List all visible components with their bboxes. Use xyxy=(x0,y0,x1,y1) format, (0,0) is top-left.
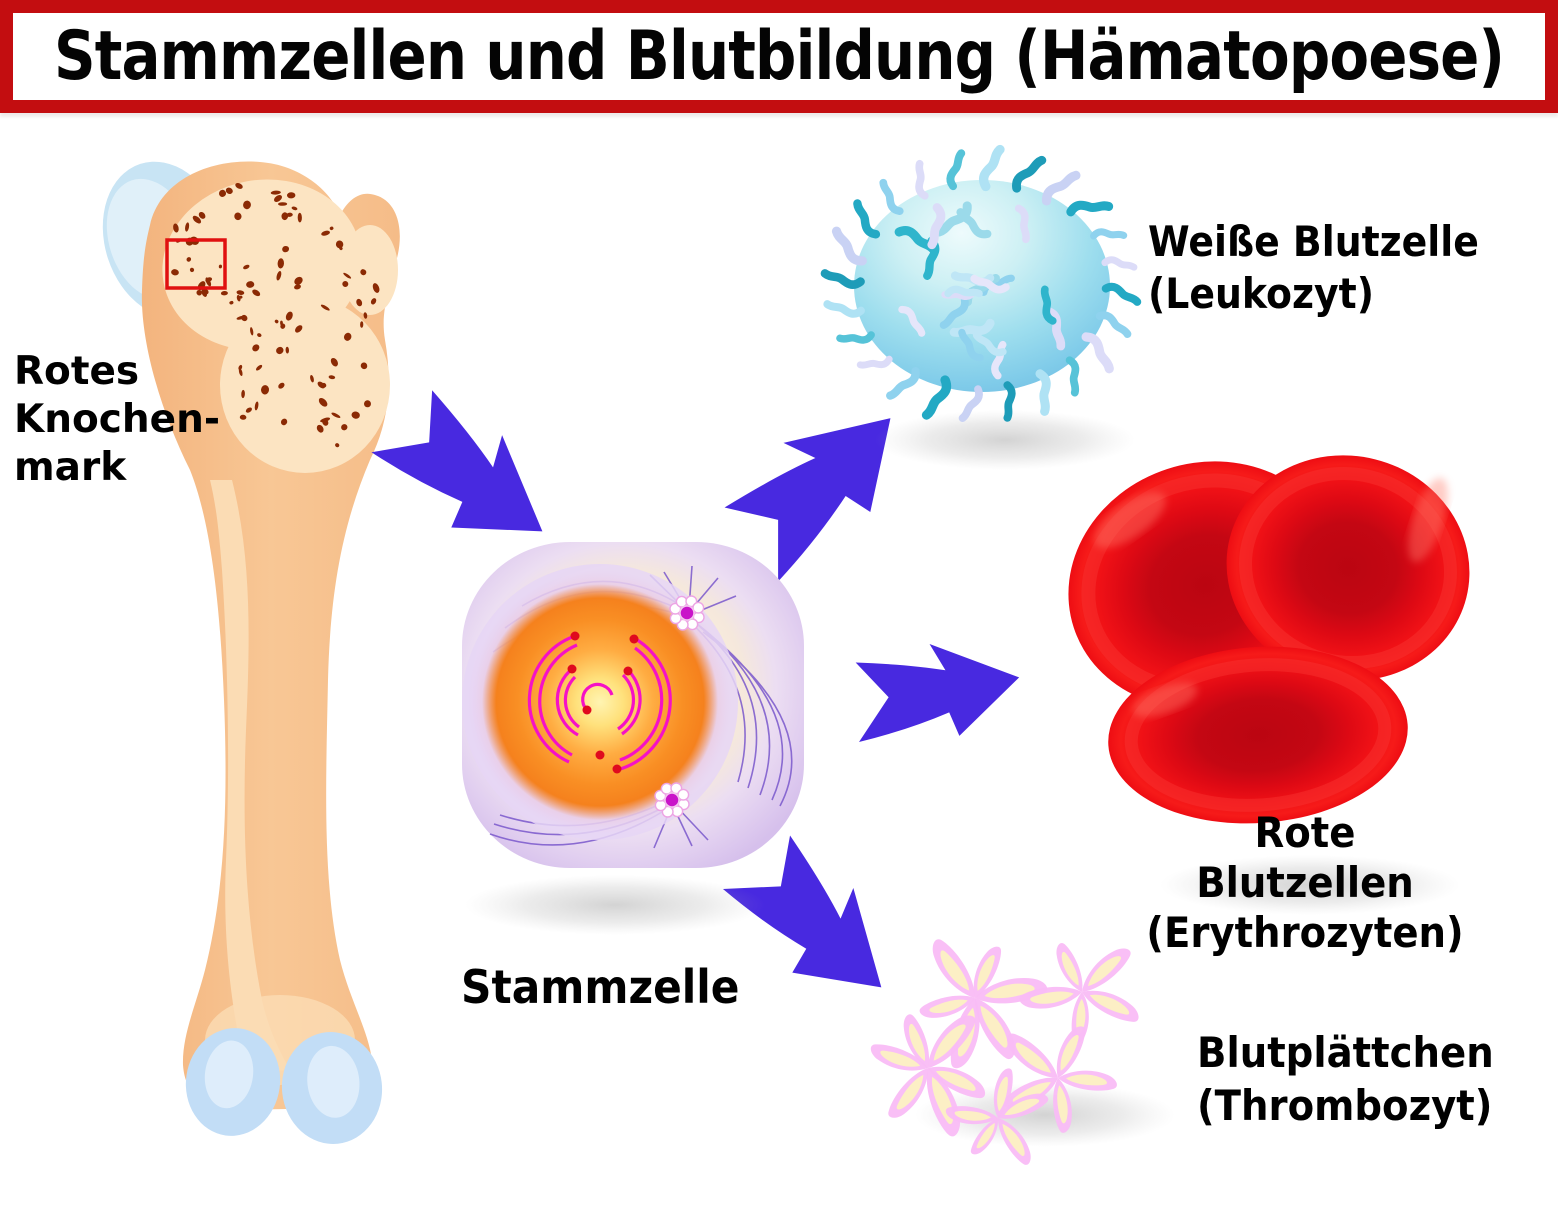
label-bone-marrow-line: mark xyxy=(14,445,127,490)
stem-cell-chromatin xyxy=(527,634,672,772)
bone-marrow-dots xyxy=(171,182,380,448)
centriole-icon xyxy=(654,782,690,818)
stem-cell-nucleus xyxy=(462,564,738,840)
thrombocytes-illustration xyxy=(867,933,1175,1170)
erythrocyte-sheen xyxy=(1094,492,1166,548)
title-banner-inner: Stammzellen und Blutbildung (Hämatopoese… xyxy=(13,13,1545,100)
arrow-bone-to-stem-cell-icon xyxy=(366,377,574,574)
label-bone-marrow: Rotes Knochen- mark xyxy=(14,348,220,492)
label-leukocyte-line: Weiße Blutzelle xyxy=(1148,217,1479,266)
erythrocyte-sheen xyxy=(1408,477,1448,563)
label-erythrocytes-line: Rote Blutzellen xyxy=(1196,808,1414,907)
label-thrombocytes-line: Blutplättchen xyxy=(1197,1028,1494,1077)
label-thrombocytes: Blutplättchen (Thrombozyt) xyxy=(1197,1026,1494,1132)
title-banner: Stammzellen und Blutbildung (Hämatopoese… xyxy=(0,0,1558,113)
leukocyte-illustration xyxy=(825,149,1138,470)
bone-illustration xyxy=(102,161,400,1144)
label-thrombocytes-line: (Thrombozyt) xyxy=(1197,1081,1493,1130)
label-bone-marrow-line: Knochen- xyxy=(14,397,221,442)
page-title: Stammzellen und Blutbildung (Hämatopoese… xyxy=(53,17,1505,96)
stem-cell-illustration xyxy=(462,542,804,935)
label-bone-marrow-line: Rotes xyxy=(14,349,140,394)
erythrocyte-sheen xyxy=(1132,683,1198,717)
label-leukocyte-line: (Leukozyt) xyxy=(1148,269,1374,318)
label-erythrocytes-line: (Erythrozyten) xyxy=(1146,908,1464,957)
bone-condyles xyxy=(185,1028,383,1144)
stem-cell-shadow xyxy=(465,875,765,935)
thrombocytes-shadow xyxy=(915,1083,1175,1147)
erythrocytes-shadow xyxy=(1160,855,1460,915)
label-erythrocytes: Rote Blutzellen (Erythrozyten) xyxy=(1139,808,1470,958)
stem-cell-chromatin-dots xyxy=(567,631,639,774)
label-stem-cell: Stammzelle xyxy=(461,960,740,1014)
label-leukocyte: Weiße Blutzelle (Leukozyt) xyxy=(1148,216,1479,320)
leukocyte-shadow xyxy=(875,410,1135,470)
erythrocytes-illustration xyxy=(1068,455,1470,915)
marrow-highlight-box xyxy=(165,238,227,290)
arrow-stem-cell-to-erythrocytes-icon xyxy=(847,632,1026,749)
centriole-icon xyxy=(669,595,705,631)
